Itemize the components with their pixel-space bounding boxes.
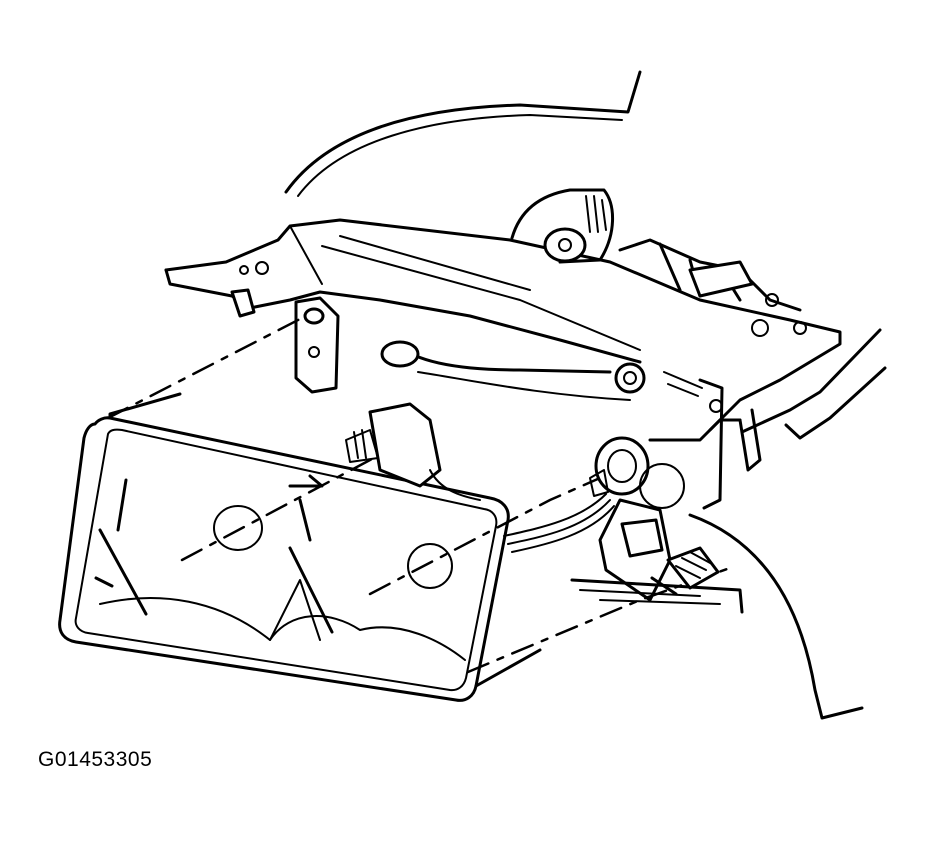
motor-housing (510, 188, 615, 264)
lower-bracket (570, 463, 744, 614)
figure-id-label: G01453305 (38, 748, 153, 771)
fender-outline (688, 328, 887, 720)
support-bracket (164, 218, 842, 432)
left-mounting-tab (294, 296, 340, 394)
mounting-bolt (650, 546, 720, 596)
bulb-socket-left (345, 402, 481, 501)
headlamp-lens-housing (58, 392, 542, 702)
adjuster-cable (380, 340, 631, 401)
right-bracket-assembly (614, 238, 807, 510)
hood-edge-outline (284, 70, 642, 197)
bulb-socket-right (503, 436, 650, 553)
